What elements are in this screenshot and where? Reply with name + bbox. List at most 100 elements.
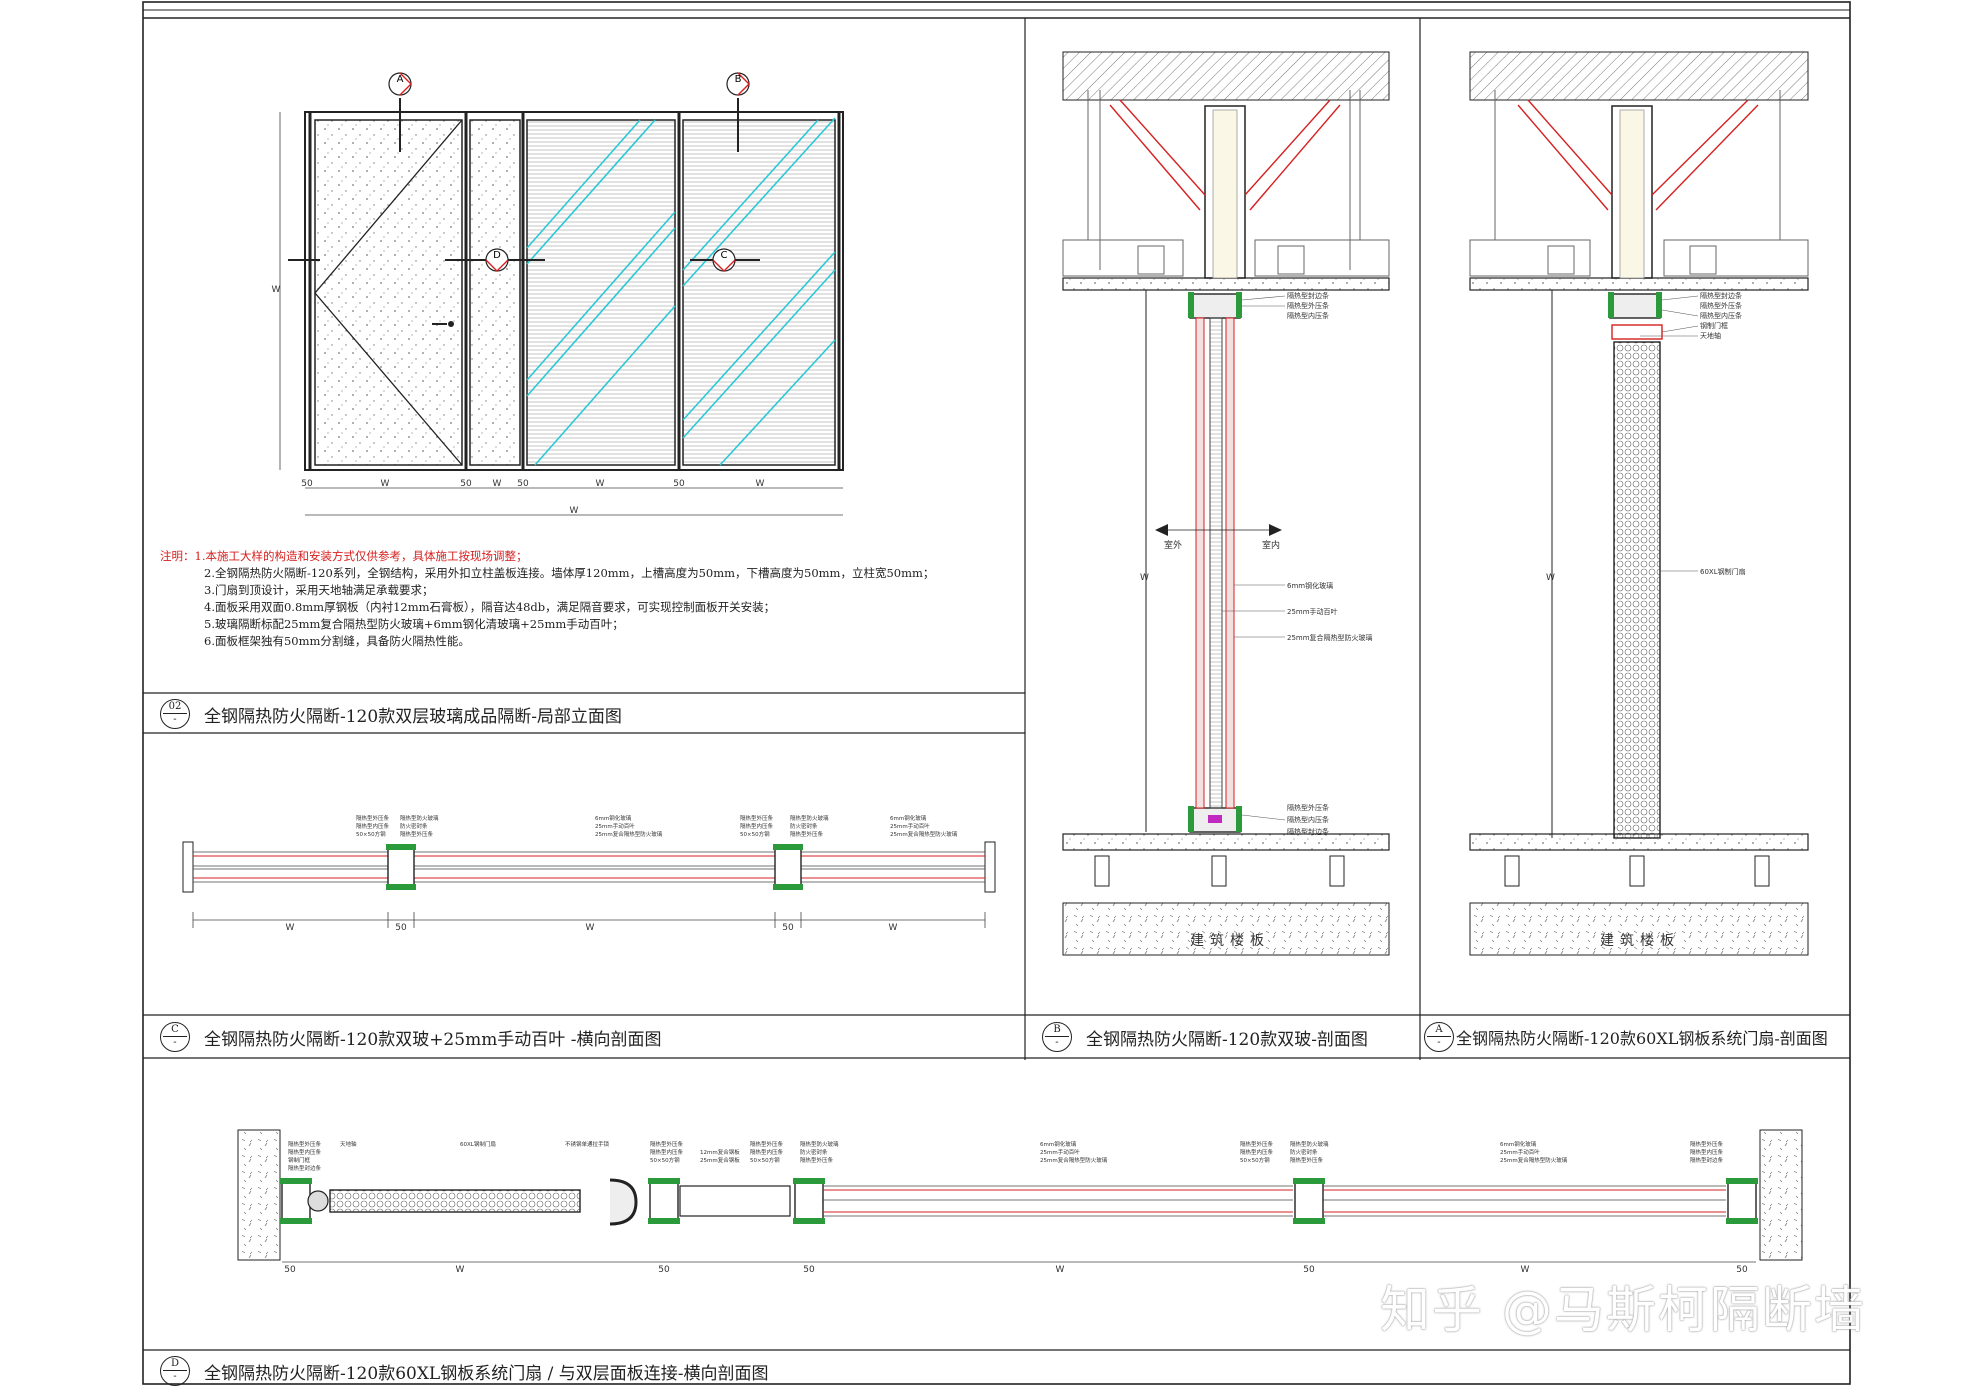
section-d-dim-8: 50 xyxy=(1736,1265,1748,1275)
section-c-g3b-2: 防火密封条 xyxy=(790,822,818,830)
section-d-dim-7: W xyxy=(1521,1265,1530,1275)
elev-dim-4: W xyxy=(493,479,502,489)
title-section-b-number: B- xyxy=(1042,1022,1072,1052)
section-d-g2-2: 隔热型内压条 xyxy=(750,1148,784,1156)
elev-dim-2: W xyxy=(381,479,390,489)
notes-line-4: 4.面板采用双面0.8mm厚钢板（内衬12mm石膏板），隔音达48db，满足隔音… xyxy=(204,600,776,614)
section-d-left-2: 隔热型内压条 xyxy=(288,1148,322,1156)
section-b-label-top-3: 隔热型内压条 xyxy=(1287,311,1329,320)
section-d-g5-2: 25mm手动百叶 xyxy=(1500,1148,1540,1156)
section-c-g3b-3: 隔热型外压条 xyxy=(790,830,824,838)
section-c-g1-2: 隔热型内压条 xyxy=(356,822,390,830)
section-b-inside: 室内 xyxy=(1262,539,1280,551)
section-d-g1b-2: 25mm复合钢板 xyxy=(700,1156,740,1164)
section-c-g1b-1: 隔热型防火玻璃 xyxy=(400,814,439,822)
section-c-view: W 50 W 50 W 隔热型外压条 隔热型内压条 50×50方钢 隔热型防火玻… xyxy=(182,814,996,933)
section-markers: A B D C xyxy=(288,72,760,272)
section-d-g2b-2: 防火密封条 xyxy=(800,1148,828,1156)
section-d-g3-3: 25mm复合隔热型防火玻璃 xyxy=(1040,1156,1108,1164)
section-b-label-mid-2: 25mm手动百叶 xyxy=(1287,607,1338,616)
section-c-dim-1: W xyxy=(286,923,295,933)
section-b-view: 建筑楼板 室外 室内 W 隔热型封边条 隔热型外压条 隔热型内压条 6mm钢化玻… xyxy=(1062,51,1390,956)
title-section-b: B- 全钢隔热防火隔断-120款双玻-剖面图 xyxy=(1042,1018,1368,1056)
title-section-a-number: A- xyxy=(1424,1022,1454,1052)
section-d-dim-4: 50 xyxy=(803,1265,815,1275)
section-d-dim-5: W xyxy=(1056,1265,1065,1275)
section-d-axis: 天地轴 xyxy=(340,1140,357,1148)
section-d-dim-6: 50 xyxy=(1303,1265,1315,1275)
section-c-g3-2: 隔热型内压条 xyxy=(740,822,774,830)
section-a-floor-label: 建筑楼板 xyxy=(1600,933,1680,949)
section-d-dim-3: 50 xyxy=(658,1265,670,1275)
section-b-label-mid-1: 6mm钢化玻璃 xyxy=(1287,581,1333,590)
elev-dim-7: 50 xyxy=(673,479,685,489)
section-d-g4-3: 50×50方钢 xyxy=(1240,1156,1270,1164)
section-b-floor-label: 建筑楼板 xyxy=(1190,933,1270,949)
section-b-label-bot-2: 隔热型内压条 xyxy=(1287,815,1329,824)
section-a-label-3: 隔热型内压条 xyxy=(1700,311,1742,320)
section-c-g1b-3: 隔热型外压条 xyxy=(400,830,434,838)
section-d-g5-1: 6mm钢化玻璃 xyxy=(1500,1140,1537,1148)
section-d-g2b-1: 隔热型防火玻璃 xyxy=(800,1140,839,1148)
section-d-left-1: 隔热型外压条 xyxy=(288,1140,322,1148)
section-d-g5-3: 25mm复合隔热型防火玻璃 xyxy=(1500,1156,1568,1164)
section-d-handle: 不锈钢单通拉手锁 xyxy=(565,1140,610,1148)
section-c-g4-3: 25mm复合隔热型防火玻璃 xyxy=(890,830,958,838)
elev-total-dim: W xyxy=(570,506,579,516)
section-c-dim-5: W xyxy=(889,923,898,933)
elevation-view: A B D C 50 W 50 W 50 W 5 xyxy=(272,72,844,516)
section-c-dim-3: W xyxy=(586,923,595,933)
marker-a: A xyxy=(397,74,404,85)
elev-dim-8: W xyxy=(756,479,765,489)
section-d-door: 60XL钢制门扇 xyxy=(460,1140,496,1148)
title-section-d: D- 全钢隔热防火隔断-120款60XL钢板系统门扇 / 与双层面板连接-横向剖… xyxy=(160,1352,769,1390)
section-c-g1-1: 隔热型外压条 xyxy=(356,814,390,822)
section-b-label-top-2: 隔热型外压条 xyxy=(1287,301,1329,310)
glass-reflection-lines xyxy=(526,117,836,466)
notes-line-5: 5.玻璃隔断标配25mm复合隔热型防火玻璃+6mm钢化清玻璃+25mm手动百叶； xyxy=(204,617,624,631)
section-d-g2-1: 隔热型外压条 xyxy=(750,1140,784,1148)
title-section-d-text: 全钢隔热防火隔断-120款60XL钢板系统门扇 / 与双层面板连接-横向剖面图 xyxy=(204,1363,769,1384)
section-a-height: W xyxy=(1546,573,1555,583)
title-section-c: C- 全钢隔热防火隔断-120款双玻+25mm手动百叶 -横向剖面图 xyxy=(160,1018,661,1056)
section-d-left-4: 隔热型封边条 xyxy=(288,1164,322,1172)
section-b-height: W xyxy=(1140,573,1149,583)
title-section-b-text: 全钢隔热防火隔断-120款双玻-剖面图 xyxy=(1086,1029,1368,1050)
section-d-g3-1: 6mm钢化玻璃 xyxy=(1040,1140,1077,1148)
section-d-g4b-1: 隔热型防火玻璃 xyxy=(1290,1140,1329,1148)
notes-line-2: 2.全钢隔热防火隔断-120系列，全钢结构，采用外扣立柱盖板连接。墙体厚120m… xyxy=(204,566,935,580)
section-d-g6-2: 隔热型内压条 xyxy=(1690,1148,1724,1156)
section-a-label-4: 钢制门框 xyxy=(1700,321,1728,330)
section-a-door-label: 60XL钢制门扇 xyxy=(1700,567,1746,576)
construction-notes: 注明：1.本施工大样的构造和安装方式仅供参考，具体施工按现场调整； 2.全钢隔热… xyxy=(160,548,1020,650)
watermark: 知乎 @马斯柯隔断墙 xyxy=(1380,1281,1866,1339)
section-a-label-1: 隔热型封边条 xyxy=(1700,291,1742,300)
title-elevation-number: 02- xyxy=(160,699,190,729)
title-section-a-text: 全钢隔热防火隔断-120款60XL钢板系统门扇-剖面图 xyxy=(1456,1029,1828,1048)
section-c-g3b-1: 隔热型防火玻璃 xyxy=(790,814,829,822)
section-d-g1b-1: 12mm复合钢板 xyxy=(700,1148,740,1156)
elev-dim-6: W xyxy=(596,479,605,489)
section-d-dim-2: W xyxy=(456,1265,465,1275)
sheet-frame xyxy=(142,1,1851,1385)
section-a-label-2: 隔热型外压条 xyxy=(1700,301,1742,310)
section-d-g4b-3: 隔热型外压条 xyxy=(1290,1156,1324,1164)
section-d-g2b-3: 隔热型外压条 xyxy=(800,1156,834,1164)
section-c-g4-2: 25mm手动百叶 xyxy=(890,822,930,830)
section-c-g2-2: 25mm手动百叶 xyxy=(595,822,635,830)
section-c-dim-2: 50 xyxy=(395,923,407,933)
section-c-g3-3: 50×50方钢 xyxy=(740,830,770,838)
title-section-c-number: C- xyxy=(160,1022,190,1052)
marker-d: D xyxy=(493,250,501,261)
elev-dim-3: 50 xyxy=(460,479,472,489)
section-d-g6-3: 隔热型封边条 xyxy=(1690,1156,1724,1164)
section-a-view: 建筑楼板 隔热型封边条 隔热型外压条 隔热型内压条 钢制门框 天地轴 60XL钢… xyxy=(1469,51,1809,956)
section-d-g4-1: 隔热型外压条 xyxy=(1240,1140,1274,1148)
title-elevation-text: 全钢隔热防火隔断-120款双层玻璃成品隔断-局部立面图 xyxy=(204,706,622,727)
title-section-a: A- 全钢隔热防火隔断-120款60XL钢板系统门扇-剖面图 xyxy=(1424,1018,1828,1056)
section-a-label-5: 天地轴 xyxy=(1700,331,1721,340)
notes-line-3: 3.门扇到顶设计，采用天地轴满足承载要求； xyxy=(204,583,434,597)
elev-dim-1: 50 xyxy=(301,479,313,489)
section-d-g2-3: 50×50方钢 xyxy=(750,1156,780,1164)
notes-lead: 注明：1.本施工大样的构造和安装方式仅供参考，具体施工按现场调整； xyxy=(160,549,528,563)
